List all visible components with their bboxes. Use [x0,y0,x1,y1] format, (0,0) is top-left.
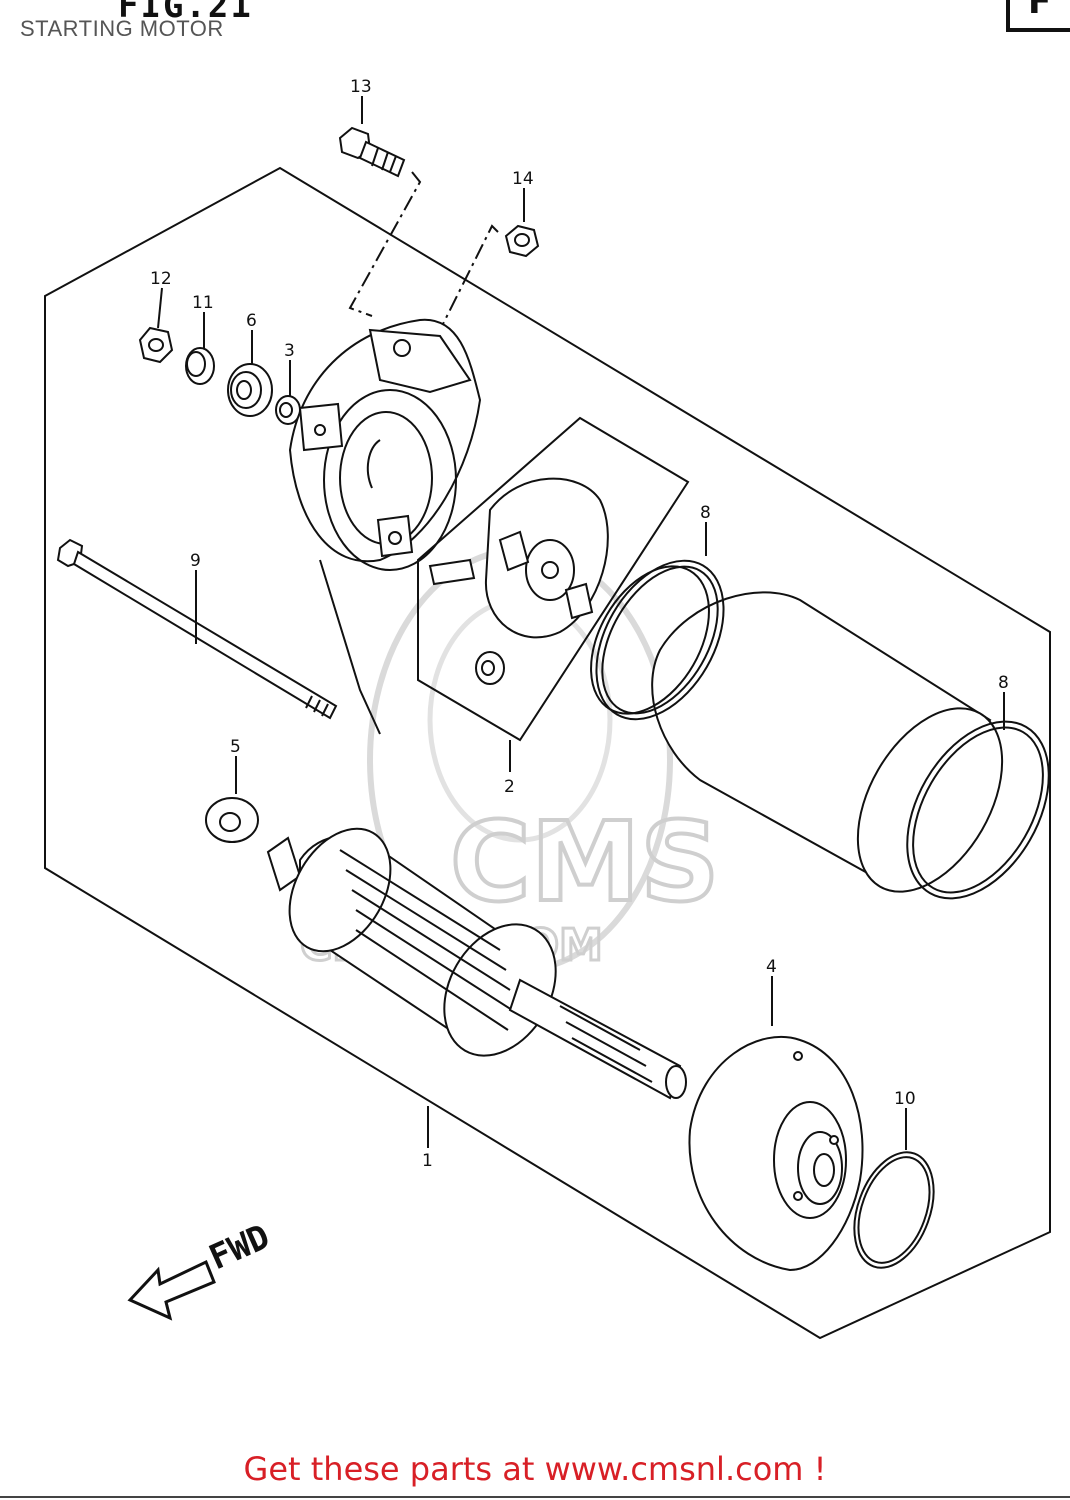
washer-11 [185,347,215,385]
through-bolt-9 [56,538,338,720]
bracket-4 [688,1035,864,1272]
leader-cover-lower [319,559,381,735]
callout-5: 5 [230,737,241,757]
callout-13: 13 [350,77,372,97]
armature-1 [266,827,687,1100]
section-title: STARTING MOTOR [20,16,224,41]
o-ring-8-upper [595,559,725,721]
corner-tab-letter: F [1028,0,1052,22]
leader-13 [348,171,422,317]
callout-labels: 1 2 3 4 5 6 8 8 9 10 11 12 13 14 [150,77,1009,1171]
callout-6: 6 [246,311,257,331]
nut-14 [504,224,540,258]
watermark: CMS CMSNL.COM [299,547,721,973]
washer-3 [275,395,301,425]
o-ring-8-lower [906,720,1050,900]
corner-tab: F [1006,0,1070,32]
fwd-arrow-icon [127,1259,216,1321]
assembly-frame [44,166,1051,1340]
watermark-brand: CMS [450,798,719,926]
bolt-13 [338,126,406,178]
bottom-rule [0,1496,1070,1498]
yoke [590,565,1004,893]
figure-title: FIG.21 [118,0,253,26]
callout-3: 3 [284,341,295,361]
callout-4: 4 [766,957,777,977]
end-cover [288,318,482,571]
promo-link[interactable]: Get these parts at www.cmsnl.com ! [243,1450,827,1488]
o-ring-10 [853,1151,935,1269]
callout-2: 2 [504,777,515,797]
brush-box [417,416,690,742]
brush-holder-2 [428,477,609,685]
fwd-label: FWD [203,1217,275,1279]
nut-12 [138,326,174,364]
callout-12: 12 [150,269,172,289]
callout-1: 1 [422,1151,433,1171]
callout-8-lower: 8 [998,673,1009,693]
callout-8-upper: 8 [700,503,711,523]
oil-seal-6 [227,363,273,417]
callout-10: 10 [894,1089,916,1109]
leader-14 [429,224,499,351]
callout-14: 14 [512,169,534,189]
callout-9: 9 [190,551,201,571]
callout-11: 11 [192,293,214,313]
leader-lines [157,96,1005,1150]
washer-5 [205,797,259,843]
